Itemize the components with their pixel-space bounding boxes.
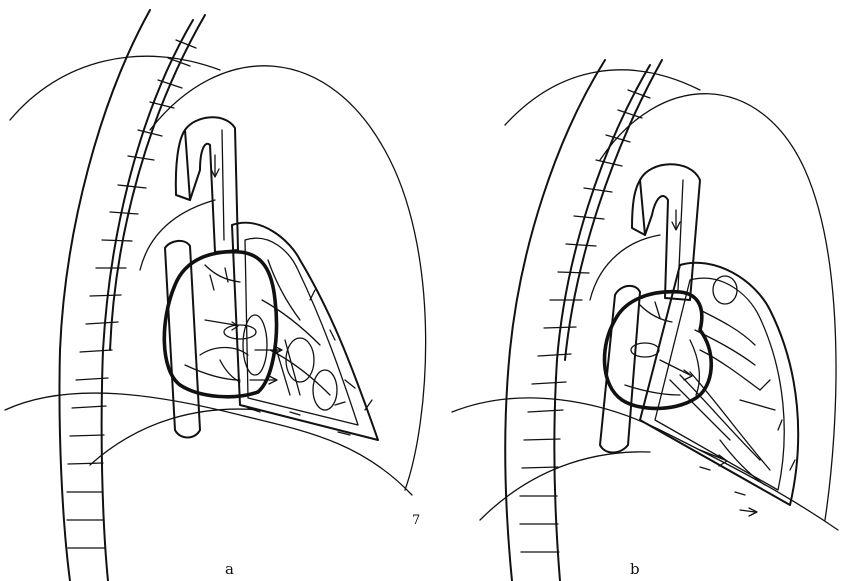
panel-b-drawing <box>452 60 838 581</box>
panel-a-label: a <box>225 560 234 578</box>
pericardium-line-a <box>140 200 215 270</box>
panel-b-label: b <box>630 560 640 578</box>
lung-outline-left-b <box>505 70 700 125</box>
figure-number-label: 7 <box>412 513 420 528</box>
pericardium-line-b <box>590 235 660 300</box>
aorta-a <box>176 117 238 252</box>
diaphragm-line-b <box>452 398 838 530</box>
atrium-a <box>164 252 276 397</box>
diaphragm-line-a <box>5 393 412 495</box>
ventricle-b <box>640 263 798 505</box>
panel-a-drawing <box>5 10 426 581</box>
